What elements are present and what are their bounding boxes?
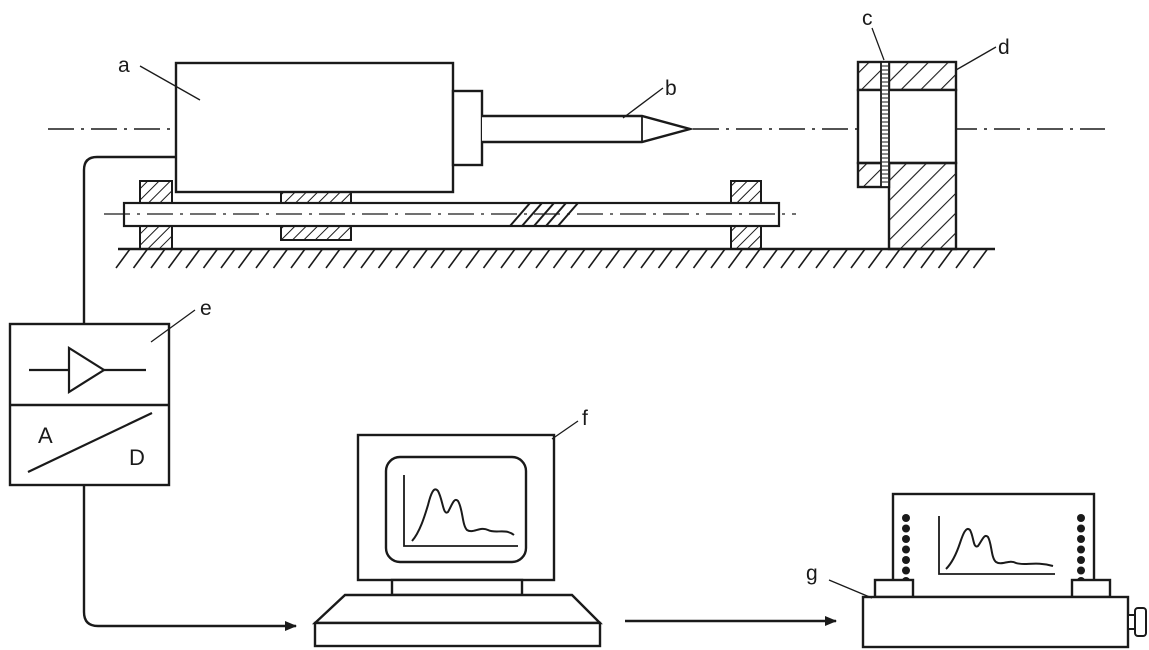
ground-hatch-line — [850, 248, 866, 269]
carriage-nut — [280, 191, 352, 241]
adc-analog-label: A — [38, 423, 53, 448]
adc-to-computer-cable — [82, 485, 297, 631]
ground-hatch-line — [815, 248, 831, 269]
paper-feed-hole — [902, 566, 910, 575]
sensor-cable — [82, 155, 176, 324]
ground-hatch-line — [255, 248, 271, 269]
ground-hatch-line — [395, 248, 411, 269]
amplifier-symbol-icon — [29, 346, 146, 394]
paper-feed-hole — [1077, 524, 1085, 533]
ground-hatch-line — [885, 248, 901, 269]
ground-hatch-line — [150, 248, 166, 269]
printer — [861, 492, 1147, 649]
ground-hatch-line — [710, 248, 726, 269]
label-a: a — [118, 54, 130, 77]
ground-hatch-line — [832, 248, 849, 269]
ground-hatch-line — [762, 248, 779, 269]
ground-hatch-line — [202, 248, 219, 269]
ground-hatch-line — [132, 248, 149, 269]
rail-support-right — [730, 180, 762, 250]
ground-hatch-line — [745, 248, 761, 269]
ground-hatch-line — [500, 248, 516, 269]
ground-hatch-line — [482, 248, 499, 269]
ground-hatch-line — [115, 248, 131, 269]
label-f: f — [582, 407, 588, 430]
paper-feed-hole — [902, 545, 910, 554]
paper-feed-hole — [902, 514, 910, 522]
ground-hatch-line — [360, 248, 376, 269]
ground-hatch-line — [342, 248, 359, 269]
ground-hatch-line — [937, 248, 954, 269]
ground-hatch-line — [185, 248, 201, 269]
ground-hatch-line — [465, 248, 481, 269]
ground-hatch-line — [272, 248, 289, 269]
ground-hatch-line — [307, 248, 324, 269]
ground-hatch-line — [692, 248, 709, 269]
ground-hatch-line — [640, 248, 656, 269]
label-a-leader — [139, 65, 201, 101]
paper-feed-hole — [902, 524, 910, 533]
paper-feed-hole — [1077, 556, 1085, 564]
ground-hatch-line — [955, 248, 971, 269]
paper-feed-hole — [1077, 514, 1085, 522]
ground-hatch-line — [167, 248, 184, 269]
label-g: g — [806, 562, 818, 585]
ground-hatch-line — [622, 248, 639, 269]
label-f-leader — [551, 420, 579, 440]
label-d: d — [998, 36, 1010, 59]
paper-feed-hole — [1077, 535, 1085, 543]
label-g-leader — [828, 579, 873, 599]
ground-hatch-line — [780, 248, 796, 269]
ground-hatch-line — [972, 248, 989, 269]
ground-hatch-line — [377, 248, 394, 269]
rail-support-left — [139, 180, 173, 250]
ground-hatch-line — [535, 248, 551, 269]
label-b: b — [665, 77, 677, 100]
ground-hatch-line — [447, 248, 464, 269]
ground-hatch-line — [675, 248, 691, 269]
ground-hatch-line — [412, 248, 429, 269]
label-b-leader — [622, 87, 664, 119]
paper-feed-hole — [1077, 566, 1085, 575]
paper-feed-hole — [902, 556, 910, 564]
ground-hatch-line — [605, 248, 621, 269]
ground-hatch-line — [902, 248, 919, 269]
test-specimen — [880, 61, 890, 188]
paper-feed-hole — [902, 535, 910, 543]
label-c: c — [862, 7, 873, 30]
ground-hatch-line — [657, 248, 674, 269]
guide-rail — [104, 201, 796, 228]
ground-hatch-line — [920, 248, 936, 269]
ground-hatch-line — [220, 248, 236, 269]
adc-digital-label: D — [129, 445, 145, 470]
label-d-leader — [955, 46, 997, 71]
label-c-leader — [871, 27, 885, 61]
monitor-spectrum-curve — [411, 488, 515, 542]
sensor-housing — [174, 61, 484, 194]
ground-hatch-line — [570, 248, 586, 269]
ground-hatch-line — [797, 248, 814, 269]
computer-keyboard-base — [311, 593, 603, 648]
workpiece-holder — [856, 60, 958, 251]
ground-hatch-line — [325, 248, 341, 269]
ground-hatch-line — [290, 248, 306, 269]
ground-hatch-line — [430, 248, 446, 269]
ground-hatch-line — [237, 248, 254, 269]
label-e: e — [200, 297, 212, 320]
paper-feed-hole — [1077, 545, 1085, 554]
printout-spectrum-curve — [945, 528, 1054, 570]
ground-base — [115, 247, 995, 269]
ground-hatch-line — [587, 248, 604, 269]
ground-hatch-line — [867, 248, 884, 269]
label-e-leader — [150, 309, 196, 343]
amplifier-adc-unit — [8, 322, 171, 487]
probe — [482, 114, 695, 144]
ground-hatch-line — [552, 248, 569, 269]
computer-monitor — [356, 433, 556, 597]
adc-diagonal-line — [27, 412, 153, 473]
ground-hatch-line — [517, 248, 534, 269]
ground-hatch-line — [727, 248, 744, 269]
